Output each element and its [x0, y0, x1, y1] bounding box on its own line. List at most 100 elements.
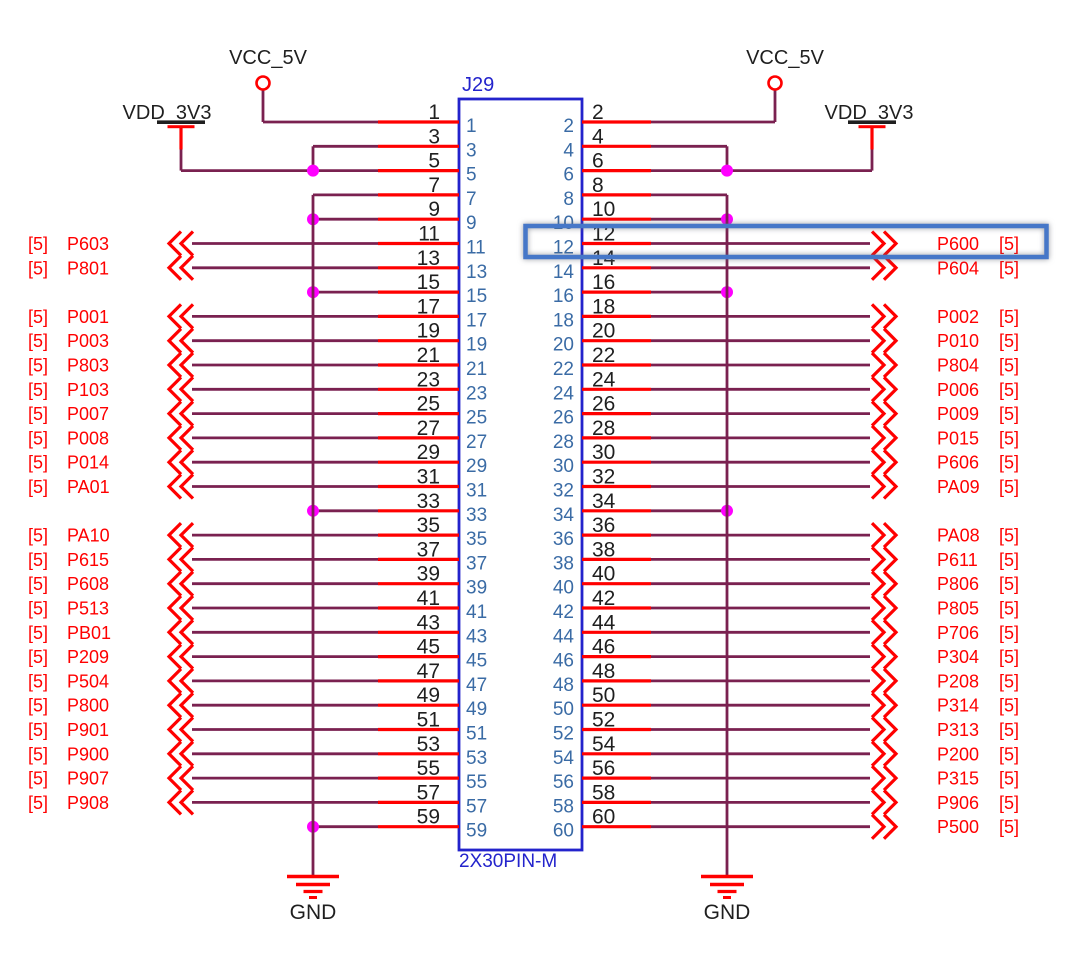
- off-page-connector-icon[interactable]: [166, 740, 183, 767]
- off-page-connector-icon[interactable]: [882, 351, 899, 379]
- off-page-connector-icon[interactable]: [178, 376, 195, 403]
- off-page-connector-icon[interactable]: [178, 764, 195, 792]
- off-page-connector-icon[interactable]: [166, 667, 183, 695]
- off-page-connector-icon[interactable]: [178, 351, 195, 379]
- off-page-connector-icon[interactable]: [882, 594, 899, 622]
- vdd-3v3-symbol-icon[interactable]: [848, 120, 896, 124]
- off-page-connector-icon[interactable]: [870, 594, 887, 622]
- off-page-connector-icon[interactable]: [882, 789, 899, 816]
- net-label-P604[interactable]: P604: [937, 258, 979, 278]
- net-label-P103[interactable]: P103: [67, 380, 109, 400]
- net-label-P907[interactable]: P907: [67, 769, 109, 789]
- off-page-connector-icon[interactable]: [882, 570, 899, 597]
- net-label-P608[interactable]: P608: [67, 574, 109, 594]
- vdd-label[interactable]: VDD_3V3: [123, 102, 212, 124]
- net-label-P906[interactable]: P906: [937, 793, 979, 813]
- off-page-connector-icon[interactable]: [870, 619, 887, 646]
- vdd-3v3-symbol-icon[interactable]: [157, 120, 205, 124]
- off-page-connector-icon[interactable]: [870, 740, 887, 767]
- off-page-connector-icon[interactable]: [178, 521, 195, 549]
- net-label-P009[interactable]: P009: [937, 404, 979, 424]
- off-page-connector-icon[interactable]: [882, 716, 899, 743]
- vcc-label[interactable]: VCC_5V: [229, 47, 307, 69]
- off-page-connector-icon[interactable]: [166, 594, 183, 622]
- vcc-5v-symbol-icon[interactable]: [255, 75, 271, 91]
- net-label-P015[interactable]: P015: [937, 428, 979, 448]
- off-page-connector-icon[interactable]: [166, 230, 183, 257]
- off-page-connector-icon[interactable]: [870, 643, 887, 670]
- net-label-P615[interactable]: P615: [67, 550, 109, 570]
- net-label-P504[interactable]: P504: [67, 671, 109, 691]
- off-page-connector-icon[interactable]: [870, 667, 887, 695]
- net-label-P001[interactable]: P001: [67, 307, 109, 327]
- off-page-connector-icon[interactable]: [178, 449, 195, 476]
- vcc-5v-symbol-icon[interactable]: [767, 75, 783, 91]
- off-page-connector-icon[interactable]: [178, 303, 195, 330]
- net-label-P611[interactable]: P611: [937, 550, 978, 570]
- off-page-connector-icon[interactable]: [882, 376, 899, 403]
- net-label-P606[interactable]: P606: [937, 453, 979, 473]
- off-page-connector-icon[interactable]: [166, 303, 183, 330]
- net-label-P014[interactable]: P014: [67, 453, 109, 473]
- off-page-connector-icon[interactable]: [882, 643, 899, 670]
- net-label-P500[interactable]: P500: [937, 817, 979, 837]
- net-label-P006[interactable]: P006: [937, 380, 979, 400]
- off-page-connector-icon[interactable]: [870, 570, 887, 597]
- off-page-connector-icon[interactable]: [178, 254, 195, 281]
- net-label-P805[interactable]: P805: [937, 599, 979, 619]
- off-page-connector-icon[interactable]: [178, 594, 195, 622]
- net-label-P603[interactable]: P603: [67, 234, 109, 254]
- net-label-P804[interactable]: P804: [937, 356, 979, 376]
- net-label-P315[interactable]: P315: [937, 769, 979, 789]
- net-label-P806[interactable]: P806: [937, 574, 979, 594]
- off-page-connector-icon[interactable]: [166, 424, 183, 452]
- net-label-P314[interactable]: P314: [937, 696, 979, 716]
- off-page-connector-icon[interactable]: [870, 546, 887, 573]
- connector-designator[interactable]: J29: [462, 74, 494, 96]
- off-page-connector-icon[interactable]: [882, 692, 899, 719]
- off-page-connector-icon[interactable]: [882, 619, 899, 646]
- vdd-label[interactable]: VDD_3V3: [825, 102, 914, 124]
- off-page-connector-icon[interactable]: [166, 692, 183, 719]
- net-label-P908[interactable]: P908: [67, 793, 109, 813]
- off-page-connector-icon[interactable]: [166, 789, 183, 816]
- off-page-connector-icon[interactable]: [178, 740, 195, 767]
- off-page-connector-icon[interactable]: [178, 546, 195, 573]
- off-page-connector-icon[interactable]: [882, 303, 899, 330]
- off-page-connector-icon[interactable]: [178, 230, 195, 257]
- off-page-connector-icon[interactable]: [166, 327, 183, 354]
- off-page-connector-icon[interactable]: [870, 230, 887, 257]
- off-page-connector-icon[interactable]: [166, 570, 183, 597]
- off-page-connector-icon[interactable]: [870, 327, 887, 354]
- off-page-connector-icon[interactable]: [870, 254, 887, 281]
- off-page-connector-icon[interactable]: [166, 351, 183, 379]
- gnd-label[interactable]: GND: [290, 901, 337, 924]
- off-page-connector-icon[interactable]: [882, 764, 899, 792]
- off-page-connector-icon[interactable]: [178, 643, 195, 670]
- off-page-connector-icon[interactable]: [178, 789, 195, 816]
- net-label-P313[interactable]: P313: [937, 720, 979, 740]
- off-page-connector-icon[interactable]: [870, 400, 887, 427]
- net-label-P900[interactable]: P900: [67, 744, 109, 764]
- net-label-PA08[interactable]: PA08: [937, 526, 980, 546]
- off-page-connector-icon[interactable]: [870, 764, 887, 792]
- off-page-connector-icon[interactable]: [178, 570, 195, 597]
- net-label-P002[interactable]: P002: [937, 307, 979, 327]
- off-page-connector-icon[interactable]: [870, 789, 887, 816]
- net-label-P600[interactable]: P600: [937, 234, 979, 254]
- off-page-connector-icon[interactable]: [166, 473, 183, 500]
- net-label-P706[interactable]: P706: [937, 623, 979, 643]
- off-page-connector-icon[interactable]: [870, 424, 887, 452]
- vdd-3v3-symbol-icon[interactable]: [858, 125, 886, 129]
- net-label-P801[interactable]: P801: [67, 258, 109, 278]
- net-label-P003[interactable]: P003: [67, 331, 109, 351]
- off-page-connector-icon[interactable]: [882, 667, 899, 695]
- off-page-connector-icon[interactable]: [178, 692, 195, 719]
- off-page-connector-icon[interactable]: [178, 619, 195, 646]
- vcc-label[interactable]: VCC_5V: [746, 47, 824, 69]
- net-label-P008[interactable]: P008: [67, 428, 109, 448]
- off-page-connector-icon[interactable]: [882, 740, 899, 767]
- off-page-connector-icon[interactable]: [166, 400, 183, 427]
- off-page-connector-icon[interactable]: [882, 546, 899, 573]
- net-label-P304[interactable]: P304: [937, 647, 979, 667]
